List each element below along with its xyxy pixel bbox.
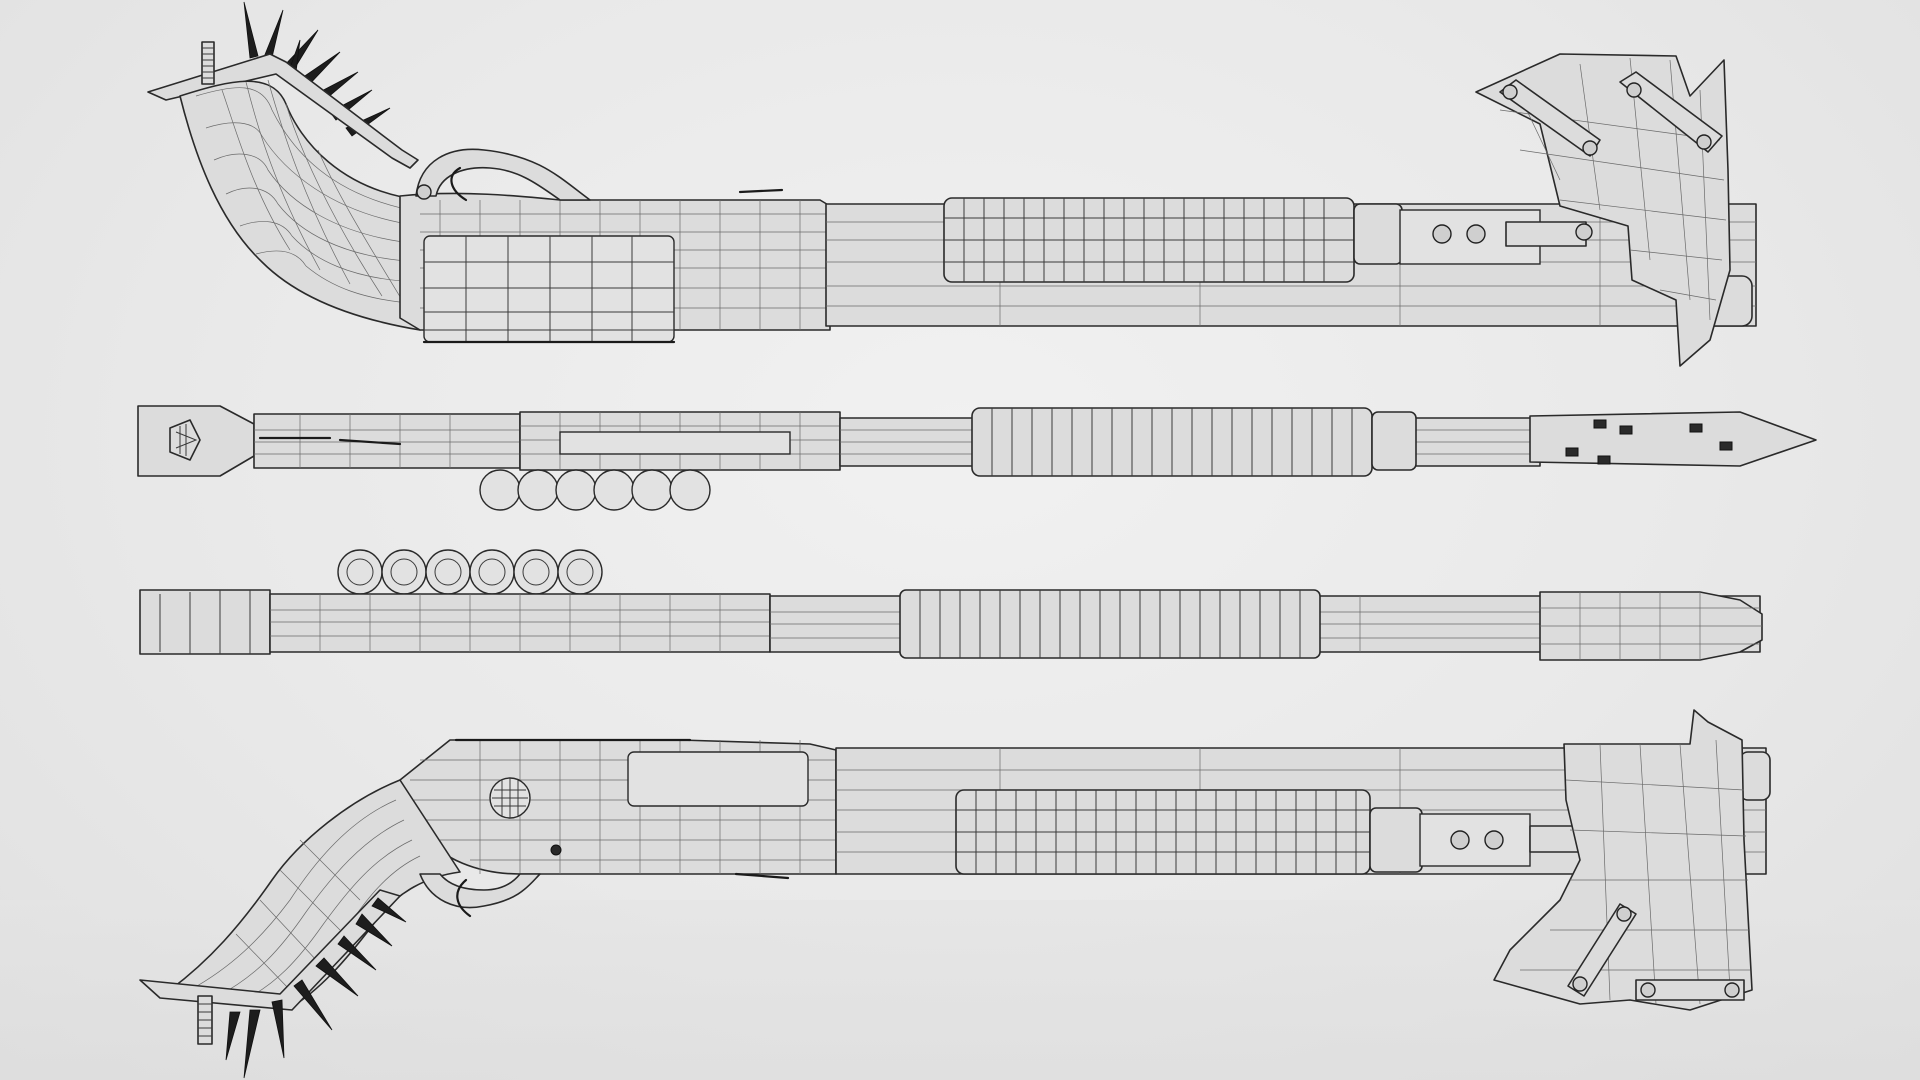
axe-head-top: [1529, 411, 1817, 467]
axe-head: [1475, 53, 1731, 367]
hex-bolt: [1466, 224, 1486, 244]
bracket-bolt: [201, 41, 215, 85]
ejection-port: [559, 431, 791, 455]
bottom-view: [139, 549, 1763, 661]
hex-bolt-left: [1450, 830, 1470, 850]
trigger: [450, 166, 468, 202]
screw-2: [550, 844, 562, 856]
barrel-ring-top: [1371, 411, 1417, 471]
trigger-left: [456, 878, 472, 918]
pump-forend: [943, 197, 1355, 283]
shell-row-bottom: [337, 549, 603, 595]
hex-bolt: [1432, 224, 1452, 244]
hammer-left: [734, 872, 790, 880]
ejection-port-left: [627, 751, 809, 807]
axe-mount: [1505, 221, 1587, 247]
hammer: [738, 188, 784, 194]
butt-bolt: [169, 419, 201, 461]
axe-straps-left: [1567, 903, 1745, 1001]
muzzle-left: [1739, 751, 1771, 801]
pistol-grip: [179, 80, 421, 331]
side-view-right: [147, 1, 1757, 367]
screw: [416, 184, 432, 200]
pump-forend-top: [971, 407, 1373, 477]
trigger-guard: [415, 148, 591, 201]
pump-forend-bottom: [899, 589, 1321, 659]
axe-straps: [1499, 71, 1723, 157]
axe-bolts-top: [1565, 419, 1733, 465]
pump-forend-left: [955, 789, 1371, 875]
spike-outline: [258, 436, 402, 446]
axe-bolt: [1575, 223, 1593, 241]
hex-bolt-left: [1484, 830, 1504, 850]
barrel-ring: [1353, 203, 1403, 265]
trigger-guard-left: [419, 873, 541, 909]
shell-holder-side: [422, 235, 676, 344]
barrel-ring-left: [1369, 807, 1423, 873]
stock-top: [253, 413, 521, 469]
grip-spikes-left: [225, 897, 407, 1079]
shell-row-top: [479, 469, 711, 511]
top-view: [137, 405, 1817, 511]
side-view-left: [139, 709, 1771, 1079]
magazine-tube-left: [1419, 813, 1531, 867]
stock-bottom: [139, 589, 271, 655]
